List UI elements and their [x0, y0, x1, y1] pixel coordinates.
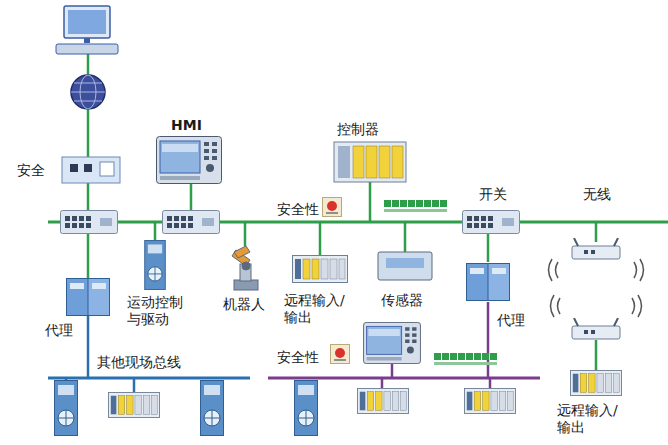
- motion-drive: [201, 381, 224, 436]
- sensor-device: [378, 252, 432, 280]
- link-lines: [66, 54, 596, 392]
- remote-io: [108, 392, 159, 417]
- motion-drive: [295, 381, 318, 436]
- robot-arm: [232, 246, 258, 290]
- hmi-label: HMI: [170, 117, 203, 134]
- proxy-box: [67, 279, 110, 316]
- wireless-access-point: [572, 238, 620, 259]
- hmi-panel: [364, 322, 421, 363]
- device-label: 运动控制与驱动: [126, 294, 188, 328]
- safety-badge: [323, 198, 342, 217]
- computer-icon: [56, 6, 118, 54]
- motion-drive: [55, 381, 78, 436]
- safety-firewall: [62, 157, 120, 183]
- safety-label: 安全性: [276, 349, 320, 366]
- wireless-client: [572, 318, 620, 339]
- proxy-box: [467, 264, 510, 301]
- safety-label: 安全: [16, 162, 46, 179]
- fieldbus-label: 其他现场总线: [96, 354, 182, 371]
- bus-lines: [48, 222, 668, 378]
- proxy-label: 代理: [44, 322, 74, 339]
- wireless-label: 无线: [582, 186, 612, 203]
- controller-rack: [334, 142, 406, 182]
- motion-drive: [145, 240, 166, 289]
- wireless-waves: [549, 259, 644, 317]
- device-label: 机器人: [222, 296, 266, 313]
- network-switch: [61, 211, 118, 234]
- network-switch: [463, 211, 520, 234]
- controller-label: 控制器: [336, 121, 380, 138]
- remote-io: [293, 256, 348, 283]
- remote-io: [570, 370, 621, 395]
- safety-badge: [331, 345, 350, 364]
- device-label: 远程输入/输出: [556, 402, 626, 436]
- device-label: 远程输入/输出: [283, 292, 353, 326]
- profinet-logo: [384, 200, 447, 212]
- remote-io: [357, 388, 408, 413]
- switch-label: 开关: [478, 186, 508, 203]
- remote-io: [464, 388, 515, 413]
- device-label: 传感器: [380, 292, 424, 309]
- safety-label: 安全性: [276, 201, 320, 218]
- profinet-logo: [434, 353, 497, 365]
- network-switch: [163, 211, 220, 234]
- hmi-panel: [157, 137, 222, 184]
- proxy-label: 代理: [496, 312, 526, 329]
- internet-globe: [71, 75, 105, 109]
